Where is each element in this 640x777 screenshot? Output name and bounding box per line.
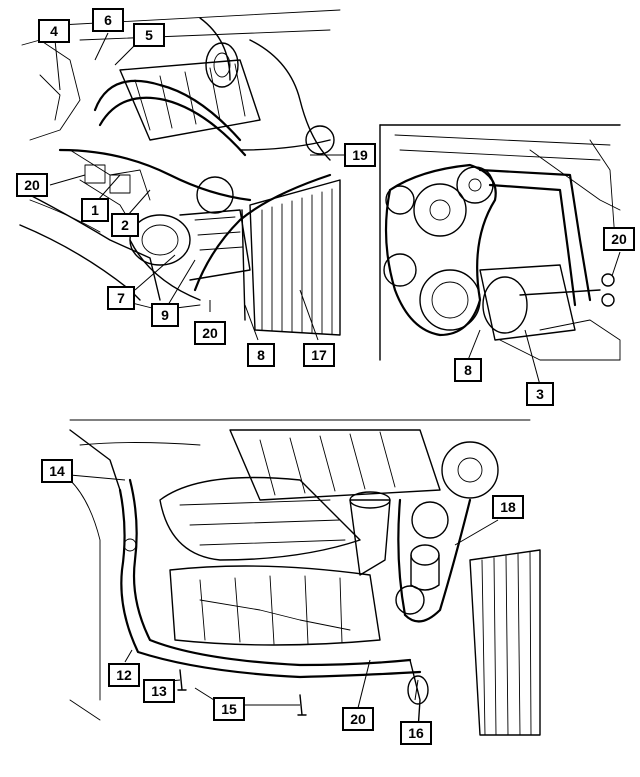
callout-9-label: 9 bbox=[161, 307, 169, 323]
callout-18-label: 18 bbox=[500, 499, 516, 515]
callout-16[interactable]: 16 bbox=[400, 721, 432, 745]
callout-15-label: 15 bbox=[221, 701, 237, 717]
callout-13-label: 13 bbox=[151, 683, 167, 699]
leader-lines bbox=[49, 32, 621, 709]
callout-20-bottom-label: 20 bbox=[350, 711, 366, 727]
callout-7-label: 7 bbox=[117, 290, 125, 306]
callout-9[interactable]: 9 bbox=[151, 303, 179, 327]
callout-19[interactable]: 19 bbox=[344, 143, 376, 167]
callout-20-compressor[interactable]: 20 bbox=[194, 321, 226, 345]
callout-15[interactable]: 15 bbox=[213, 697, 245, 721]
callout-12-label: 12 bbox=[116, 667, 132, 683]
engine-front-view-top-right bbox=[379, 124, 621, 361]
callout-17-label: 17 bbox=[311, 347, 327, 363]
callout-3[interactable]: 3 bbox=[526, 382, 554, 406]
engine-bay-view-top-left bbox=[19, 9, 341, 336]
callout-4-label: 4 bbox=[50, 23, 58, 39]
callout-1[interactable]: 1 bbox=[81, 198, 109, 222]
callout-4[interactable]: 4 bbox=[38, 19, 70, 43]
callout-2-label: 2 bbox=[121, 217, 129, 233]
callout-5[interactable]: 5 bbox=[133, 23, 165, 47]
callout-17[interactable]: 17 bbox=[303, 343, 335, 367]
callout-20-bottom[interactable]: 20 bbox=[342, 707, 374, 731]
callout-1-label: 1 bbox=[91, 202, 99, 218]
callout-13[interactable]: 13 bbox=[143, 679, 175, 703]
callout-8-top-right-label: 8 bbox=[464, 362, 472, 378]
callout-20-compressor-label: 20 bbox=[202, 325, 218, 341]
engine-lower-view-bottom bbox=[69, 419, 541, 736]
callout-20-top-right[interactable]: 20 bbox=[603, 227, 635, 251]
callout-8-top-left[interactable]: 8 bbox=[247, 343, 275, 367]
callout-20-top-right-label: 20 bbox=[611, 231, 627, 247]
callout-6[interactable]: 6 bbox=[92, 8, 124, 32]
callout-12[interactable]: 12 bbox=[108, 663, 140, 687]
callout-19-label: 19 bbox=[352, 147, 368, 163]
callout-14[interactable]: 14 bbox=[41, 459, 73, 483]
callout-8-top-left-label: 8 bbox=[257, 347, 265, 363]
callout-3-label: 3 bbox=[536, 386, 544, 402]
callout-6-label: 6 bbox=[104, 12, 112, 28]
callout-16-label: 16 bbox=[408, 725, 424, 741]
callout-14-label: 14 bbox=[49, 463, 65, 479]
callout-2[interactable]: 2 bbox=[111, 213, 139, 237]
callout-18[interactable]: 18 bbox=[492, 495, 524, 519]
callout-20-top-left[interactable]: 20 bbox=[16, 173, 48, 197]
callout-8-top-right[interactable]: 8 bbox=[454, 358, 482, 382]
callout-7[interactable]: 7 bbox=[107, 286, 135, 310]
callout-5-label: 5 bbox=[145, 27, 153, 43]
callout-20-top-left-label: 20 bbox=[24, 177, 40, 193]
